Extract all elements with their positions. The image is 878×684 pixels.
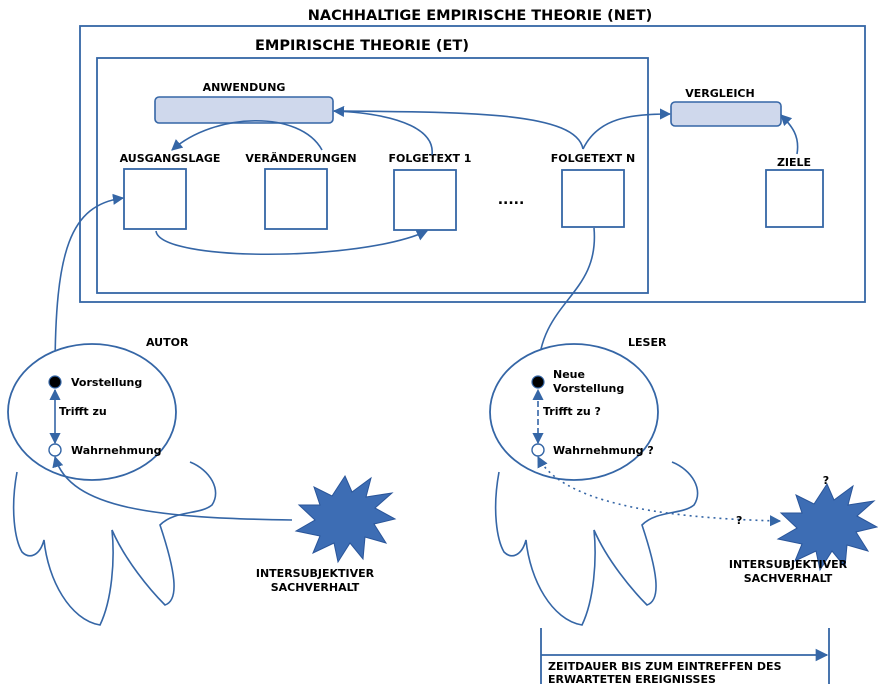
ziele-label: ZIELE [777, 156, 811, 169]
leser-question-top: ? [823, 474, 829, 487]
autor-wahrnehmung-dot [48, 443, 62, 457]
folgetextn-label: FOLGETEXT N [551, 152, 635, 165]
leser-vorstellung-line1: Neue [553, 368, 585, 381]
leser-perception-link [537, 456, 782, 527]
autor-wahrnehmung-label: Wahrnehmung [71, 444, 162, 457]
ellipsis-label: ..... [498, 192, 525, 208]
et-frame [96, 57, 649, 294]
ausgangslage-vorstellung-link [54, 193, 125, 375]
leser-vorstellung-dot [531, 375, 545, 389]
folgetext1-box [393, 169, 457, 231]
leser-trifft-label: Trifft zu ? [543, 405, 601, 418]
folgetextn-to-anwendung-line [333, 110, 584, 150]
ziele-to-vergleich-arrow [780, 114, 799, 155]
leser-sachverhalt-star [776, 482, 878, 572]
anwendung-to-ausgangslage-arrow [171, 119, 323, 151]
ausgangslage-to-folgetext1-arrow [155, 230, 429, 256]
anwendung-bar [154, 96, 334, 124]
anwendung-label: ANWENDUNG [203, 81, 286, 94]
folgetext1-label: FOLGETEXT 1 [389, 152, 472, 165]
leser-vorstellung-line2: Vorstellung [553, 382, 624, 395]
autor-vorstellung-label: Vorstellung [71, 376, 142, 389]
autor-sachverhalt-line1: INTERSUBJEKTIVER [256, 567, 375, 580]
folgetextn-box [561, 169, 625, 228]
leser-question-path: ? [736, 514, 742, 527]
leser-sachverhalt-line1: INTERSUBJEKTIVER [729, 558, 848, 571]
net-frame [79, 25, 866, 303]
ausgangslage-label: AUSGANGSLAGE [120, 152, 221, 165]
autor-trifft-label: Trifft zu [59, 405, 107, 418]
leser-wahrnehmung-label: Wahrnehmung ? [553, 444, 654, 457]
folgetext1-to-anwendung-arrow [332, 105, 433, 156]
autor-label: AUTOR [146, 336, 189, 349]
et-title: EMPIRISCHE THEORIE (ET) [255, 38, 469, 54]
timeline-label-line2: ERWARTETEN EREIGNISSES [548, 673, 716, 684]
autor-perception-link [52, 455, 293, 521]
ausgangslage-box [123, 168, 187, 230]
autor-sachverhalt-line2: SACHVERHALT [271, 581, 360, 594]
timeline-label-line1: ZEITDAUER BIS ZUM EINTREFFEN DES [548, 660, 782, 673]
folgetextn-to-vergleich-arrow [582, 108, 672, 150]
leser-hand [494, 461, 699, 626]
net-title: NACHHALTIGE EMPIRISCHE THEORIE (NET) [308, 8, 653, 24]
veraenderungen-box [264, 168, 328, 230]
ziele-box [765, 169, 824, 228]
veraenderungen-label: VERÄNDERUNGEN [245, 151, 356, 165]
leser-sachverhalt-line2: SACHVERHALT [744, 572, 833, 585]
autor-vorstellung-dot [48, 375, 62, 389]
autor-hand [12, 461, 217, 626]
vergleich-bar [670, 101, 782, 127]
vergleich-label: VERGLEICH [685, 87, 754, 100]
leser-wahrnehmung-dot [531, 443, 545, 457]
autor-sachverhalt-star [294, 474, 397, 564]
leser-label: LESER [628, 336, 667, 349]
